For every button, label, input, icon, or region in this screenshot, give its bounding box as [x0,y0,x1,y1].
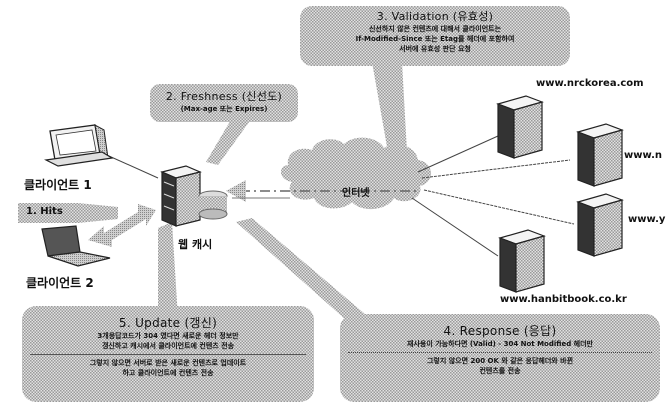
response-line: 컨텐츠를 전송 [479,367,521,375]
server-label-4: www.hanbitbook.co.kr [500,294,627,305]
laptop-icon [41,225,111,267]
internet-label: 인터넷 [342,188,370,199]
update-line: 하고 클라이언트에 컨텐츠 전송 [122,369,214,377]
response-line: 재사용이 가능하다면 (Valid) - 304 Not Modified 헤더… [407,340,593,348]
client2-label: 클라이언트 2 [26,276,94,290]
server2-link [421,159,571,179]
update-line: 3개응답코드가 304 였다면 새로운 헤더 정보만 [97,332,239,340]
origin-server-icon-3 [576,193,624,257]
cache-disk-icon [198,190,228,220]
server4-link [411,197,499,257]
origin-server-icon-4 [498,229,546,293]
freshness-pointer [206,118,252,165]
update-pointer [158,222,178,318]
validation-line: 서버에 유효성 판단 요청 [399,45,471,53]
server1-link [417,135,499,173]
internet-cloud [280,137,432,210]
response-callout: 4. Response (응답) 재사용이 가능하다면 (Valid) - 30… [340,322,660,376]
response-line: 그렇지 않으면 200 OK 와 같은 응답헤더와 바뀐 [426,357,574,365]
validation-callout: 3. Validation (유효성) 신선하지 않은 컨텐츠에 대해서 클라이… [300,8,570,54]
freshness-callout: 2. Freshness (신선도) (Max-age 또는 Expires) [150,88,298,114]
web-cache-server-icon [160,165,202,227]
server-label-2: www.n [624,150,662,161]
origin-server-icon-1 [496,95,544,159]
server-label-1: www.nrckorea.com [536,78,644,89]
client1-label: 클라이언트 1 [24,178,92,192]
response-divider [348,352,652,353]
origin-server-icon-2 [576,123,624,187]
update-line: 갱신하고 캐시에서 클라이언트에 컨텐츠 전송 [101,342,235,350]
update-line: 그렇지 않으면 서버로 받은 새로운 컨텐츠로 업데이트 [89,359,247,367]
freshness-title: 2. Freshness (신선도) [165,90,283,103]
hits-label: 1. Hits [26,206,63,217]
web-cache-label: 웹 캐시 [178,238,213,251]
update-callout: 5. Update (갱신) 3개응답코드가 304 였다면 새로운 헤더 정보… [22,314,314,378]
validation-title: 3. Validation (유효성) [376,10,494,23]
response-bubble [340,314,660,402]
response-title: 4. Response (응답) [443,324,557,338]
freshness-line: (Max-age 또는 Expires) [180,105,268,113]
desktop-computer-icon [44,124,114,167]
freshness-bubble [150,84,298,122]
server3-link [423,189,575,225]
validation-bubble [300,6,570,66]
server-label-3: www.y [628,214,666,225]
response-pointer [236,218,372,320]
validation-line: If-Modified-Since 또는 Etag를 헤더에 포함하여 [355,35,515,43]
update-title: 5. Update (갱신) [118,316,218,330]
cache-inbound-arrow [226,180,246,202]
update-divider [30,354,306,355]
validation-line: 신선하지 않은 컨텐츠에 대해서 클라이언트는 [368,25,502,33]
hits-bubble [18,203,118,223]
client2-arrow [88,204,156,247]
